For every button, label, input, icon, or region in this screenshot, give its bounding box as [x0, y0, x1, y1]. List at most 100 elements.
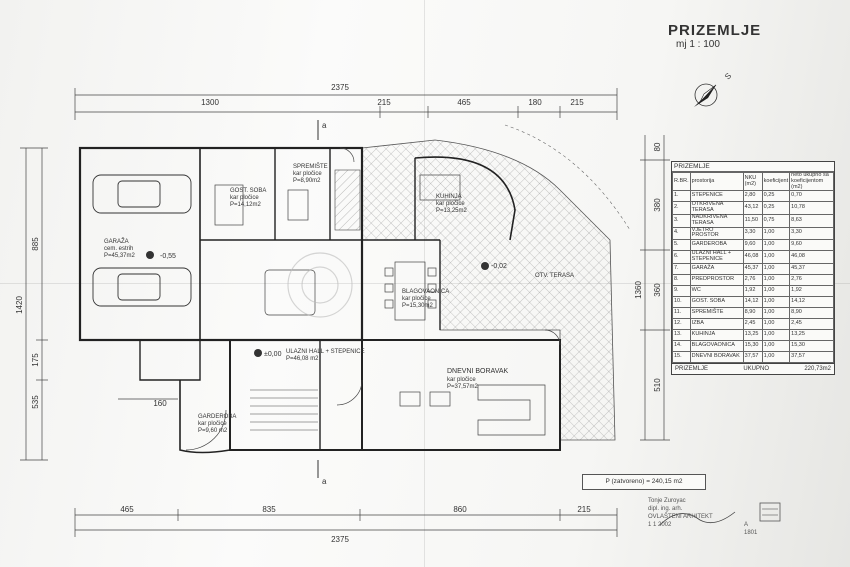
- schedule-cell: 11.: [672, 306, 691, 319]
- room-wardrobe-area: P=9,60 m2: [198, 428, 228, 434]
- schedule-cell: 37,57: [789, 350, 834, 363]
- schedule-header-cell: NKU (m2): [742, 171, 763, 192]
- dim-bottom-total: 2375: [331, 535, 349, 544]
- dim-left-2: 175: [31, 353, 40, 367]
- dim-bottom-3: 860: [453, 505, 467, 514]
- terrace-paving: [361, 139, 616, 441]
- room-living-name: DNEVNI BORAVAK: [447, 368, 509, 375]
- schedule-cell: 1.: [672, 190, 691, 203]
- schedule-cell: GOST. SOBA: [689, 295, 744, 308]
- schedule-body: R.BR. prostorija NKU (m2) koeficijent ne…: [672, 171, 834, 363]
- schedule-cell: 15,30: [789, 339, 834, 352]
- schedule-cell: 13.: [672, 328, 691, 341]
- stamp-line: A 1801: [744, 522, 758, 536]
- schedule-cell: 9,60: [742, 239, 763, 252]
- schedule-cell: 0,70: [789, 190, 834, 203]
- schedule-cell: 45,37: [789, 262, 834, 275]
- schedule-cell: 2,76: [789, 273, 834, 286]
- section-mark-bottom: a: [322, 477, 327, 486]
- schedule-header-row: R.BR. prostorija NKU (m2) koeficijent ne…: [672, 171, 834, 192]
- schedule-cell: 1,00: [761, 226, 791, 241]
- dim-bottom-4: 215: [577, 505, 591, 514]
- room-garage-level: -0,55: [160, 253, 176, 260]
- schedule-cell: 10.: [672, 295, 691, 308]
- schedule-cell: 1,00: [761, 295, 791, 308]
- room-guest-sub: kar pločice: [230, 195, 259, 201]
- schedule-cell: 46,08: [789, 250, 834, 264]
- schedule-cell: GARDEROBA: [689, 239, 744, 252]
- dim-top-5: 215: [570, 98, 584, 107]
- sheet-title-block: PRIZEMLJE mj 1 : 100: [668, 22, 761, 50]
- schedule-cell: KUHINJA: [689, 328, 744, 341]
- schedule-cell: 2,45: [742, 317, 763, 330]
- schedule-cell: IZBA: [689, 317, 744, 330]
- walls: [78, 146, 561, 454]
- room-garage-sub: cem. estrih: [104, 246, 133, 252]
- room-storage-sub: kar pločice: [293, 171, 322, 177]
- schedule-cell: 1,92: [789, 284, 834, 297]
- schedule-cell: DNEVNI BORAVAK: [689, 350, 744, 363]
- dim-right-5: 510: [653, 378, 662, 392]
- schedule-cell: WC: [689, 284, 744, 297]
- stamp-line: dipl. ing. arh.: [648, 506, 683, 512]
- room-guest-area: P=14,12m2: [230, 202, 262, 208]
- schedule-cell: 2,76: [742, 273, 763, 286]
- schedule-cell: 12.: [672, 317, 691, 330]
- schedule-cell: SPREMIŠTE: [689, 306, 744, 319]
- dim-top-1: 1300: [201, 98, 219, 107]
- schedule-cell: 43,12: [742, 201, 763, 215]
- north-label: S: [723, 71, 733, 81]
- schedule-cell: 3.: [672, 214, 691, 228]
- schedule-cell: 2,80: [742, 190, 763, 203]
- architect-stamp: [659, 502, 781, 526]
- schedule-cell: 11,50: [742, 214, 763, 228]
- dim-top-3: 465: [457, 98, 471, 107]
- schedule-cell: 0,25: [761, 190, 791, 203]
- schedule-cell: 9,60: [789, 239, 834, 252]
- schedule-cell: 1,00: [761, 350, 791, 363]
- schedule-cell: 1,00: [761, 328, 791, 341]
- schedule-total-label: PRIZEMLJE: [675, 365, 709, 372]
- schedule-cell: 15,30: [742, 339, 763, 352]
- schedule-cell: 14,12: [742, 295, 763, 308]
- schedule-cell: 1,00: [761, 317, 791, 330]
- schedule-cell: 2.: [672, 201, 691, 215]
- stamp-line: Tonje Zuroyac: [648, 498, 686, 504]
- fold-line-vertical: [424, 0, 425, 567]
- room-dining-sub: kar pločice: [402, 296, 431, 302]
- schedule-total-value: 220,73m2: [804, 365, 831, 372]
- dim-left-total: 1420: [15, 296, 24, 314]
- room-living-area: P=37,57m2: [447, 384, 479, 390]
- schedule-cell: 3,30: [789, 226, 834, 241]
- schedule-cell: 0,25: [761, 201, 791, 215]
- room-storage-name: SPREMIŠTE: [293, 163, 328, 170]
- schedule-cell: 10,78: [789, 201, 834, 215]
- garage-cars: [92, 174, 192, 307]
- schedule-cell: PREDPROSTOR: [689, 273, 744, 286]
- schedule-cell: 8.: [672, 273, 691, 286]
- room-hall-level: ±0,00: [264, 351, 282, 358]
- schedule-header-cell: prostorija: [689, 171, 744, 192]
- schedule-cell: 15.: [672, 350, 691, 363]
- schedule-cell: 3,30: [742, 226, 763, 241]
- schedule-cell: STEPENICE: [689, 190, 744, 203]
- schedule-cell: 14,12: [789, 295, 834, 308]
- room-hall-name: ULAZNI HALL + STEPENICE: [286, 349, 365, 355]
- watermark-emblem: [287, 252, 353, 318]
- sheet-scale: mj 1 : 100: [676, 39, 720, 50]
- schedule-cell: 1,00: [761, 262, 791, 275]
- schedule-cell: BLAGOVAONICA: [689, 339, 744, 352]
- dim-right-3: 1360: [634, 281, 643, 299]
- dim-right-4: 360: [653, 283, 662, 297]
